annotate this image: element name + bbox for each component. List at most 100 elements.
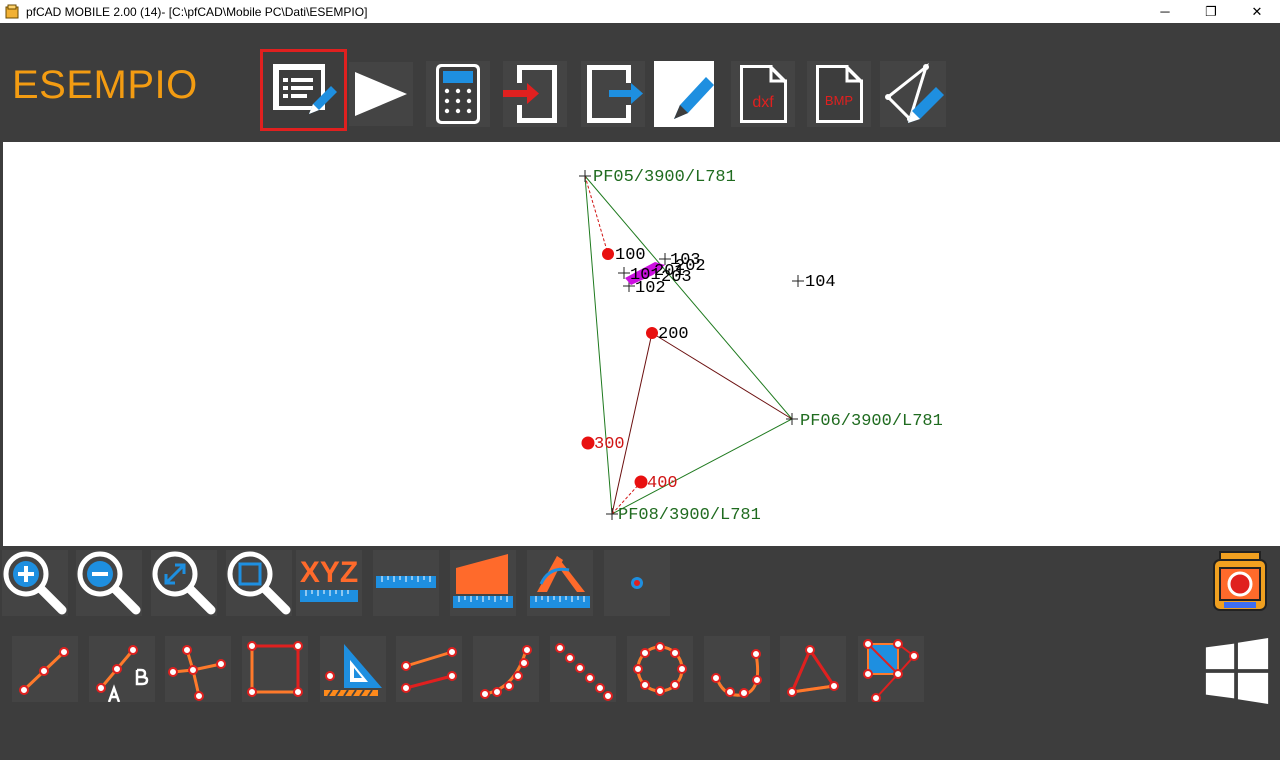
- drawing-canvas[interactable]: PF05/3900/L781 PF06/3900/L781 PF08/3900/…: [3, 142, 1280, 546]
- measure-area-button[interactable]: [450, 550, 516, 616]
- line-button[interactable]: [12, 636, 78, 702]
- zoom-window-icon: [226, 550, 292, 616]
- measure-angle-icon: [527, 550, 593, 616]
- project-name: ESEMPIO: [12, 63, 198, 107]
- restore-button[interactable]: ❐: [1205, 3, 1217, 19]
- point-100[interactable]: [602, 248, 614, 260]
- measure-area-icon: [450, 550, 516, 616]
- pencil-icon: [654, 61, 714, 127]
- xyz-label: XYZ: [300, 556, 358, 589]
- zoom-out-icon: [76, 550, 142, 616]
- zoom-extent-icon: [151, 550, 217, 616]
- dashed-link: [584, 175, 609, 255]
- windows-logo-icon: [1205, 638, 1269, 704]
- polyline-branch-button[interactable]: [165, 636, 231, 702]
- point-300[interactable]: [581, 436, 595, 450]
- play-icon: [349, 62, 413, 126]
- app-icon: [5, 4, 19, 18]
- export-icon: [581, 61, 645, 127]
- zoom-out-button[interactable]: [76, 550, 142, 616]
- zoom-extent-button[interactable]: [151, 550, 217, 616]
- edit-list-button[interactable]: [260, 49, 347, 131]
- dotted-line-icon: [550, 636, 616, 702]
- polygon-button[interactable]: [858, 636, 924, 702]
- point-200[interactable]: [646, 327, 658, 339]
- zoom-window-button[interactable]: [226, 550, 292, 616]
- dotted-line-button[interactable]: [550, 636, 616, 702]
- main-toolbar: ESEMPIO: [0, 23, 1280, 142]
- dxf-file-icon: dxf: [731, 61, 795, 127]
- calculator-icon: [426, 61, 490, 127]
- point-icon: [604, 550, 670, 616]
- label-pf06: PF06/3900/L781: [800, 412, 943, 431]
- line-ab-button[interactable]: [89, 636, 155, 702]
- bmp-label: BMP: [825, 93, 853, 108]
- draw-button[interactable]: [880, 61, 946, 127]
- curve-icon: [473, 636, 539, 702]
- line-icon: [12, 636, 78, 702]
- arc-button[interactable]: [704, 636, 770, 702]
- label-103: 103: [670, 251, 701, 270]
- play-button[interactable]: [348, 61, 414, 127]
- station-crosses: [579, 170, 804, 520]
- link-400-pf08: [611, 481, 642, 515]
- view-tools-row: XYZ: [0, 548, 1280, 618]
- bmp-file-icon: BMP: [807, 61, 871, 127]
- minimize-button[interactable]: ─: [1160, 4, 1170, 19]
- triangle-icon: [780, 636, 846, 702]
- edit-button[interactable]: [654, 61, 714, 127]
- label-pf08: PF08/3900/L781: [618, 506, 761, 525]
- label-104: 104: [805, 273, 836, 292]
- measure-angle-button[interactable]: [527, 550, 593, 616]
- point-cluster-highlight: [625, 262, 665, 285]
- xyz-button[interactable]: XYZ: [296, 550, 362, 616]
- title-bar: pfCAD MOBILE 2.00 (14)- [C:\pfCAD\Mobile…: [0, 0, 1280, 23]
- import-icon: [503, 61, 567, 127]
- circle-icon: [627, 636, 693, 702]
- bmp-button[interactable]: BMP: [806, 61, 872, 127]
- calculator-button[interactable]: [425, 61, 491, 127]
- draw-tools-row: [0, 630, 1280, 710]
- link-200-pf08: [611, 332, 653, 515]
- label-300: 300: [594, 435, 625, 454]
- triangle-ruler-icon: [320, 636, 386, 702]
- point-button[interactable]: [604, 550, 670, 616]
- draw-triangle-icon: [880, 61, 946, 127]
- window-title: pfCAD MOBILE 2.00 (14)- [C:\pfCAD\Mobile…: [26, 4, 368, 19]
- label-201: 201: [654, 262, 685, 281]
- label-pf05: PF05/3900/L781: [593, 168, 736, 187]
- rectangle-icon: [242, 636, 308, 702]
- zoom-in-button[interactable]: [2, 550, 68, 616]
- polygon-icon: [858, 636, 924, 702]
- total-station-icon: [1213, 551, 1267, 611]
- windows-button[interactable]: [1204, 638, 1270, 704]
- label-102: 102: [635, 279, 666, 298]
- export-button[interactable]: [580, 61, 646, 127]
- label-200: 200: [658, 325, 689, 344]
- polyline-branch-icon: [165, 636, 231, 702]
- import-button[interactable]: [502, 61, 568, 127]
- zoom-in-icon: [2, 550, 68, 616]
- triangle-button[interactable]: [780, 636, 846, 702]
- label-203: 203: [661, 268, 692, 287]
- dxf-label: dxf: [752, 94, 774, 111]
- total-station-button[interactable]: [1206, 550, 1272, 616]
- drawing-svg[interactable]: PF05/3900/L781 PF06/3900/L781 PF08/3900/…: [3, 142, 1280, 546]
- curve-button[interactable]: [473, 636, 539, 702]
- list-edit-icon: [272, 64, 337, 114]
- label-202: 202: [675, 257, 706, 276]
- circle-button[interactable]: [627, 636, 693, 702]
- parallel-lines-button[interactable]: [396, 636, 462, 702]
- label-400: 400: [647, 474, 678, 493]
- triangle-ruler-button[interactable]: [320, 636, 386, 702]
- label-101: 101: [630, 266, 661, 285]
- point-400[interactable]: [634, 475, 648, 489]
- close-button[interactable]: ✕: [1251, 3, 1263, 19]
- rectangle-button[interactable]: [242, 636, 308, 702]
- dxf-button[interactable]: dxf: [730, 61, 796, 127]
- parallel-lines-icon: [396, 636, 462, 702]
- label-100: 100: [615, 246, 646, 265]
- measure-distance-button[interactable]: [373, 550, 439, 616]
- measure-distance-icon: [373, 550, 439, 616]
- arc-icon: [704, 636, 770, 702]
